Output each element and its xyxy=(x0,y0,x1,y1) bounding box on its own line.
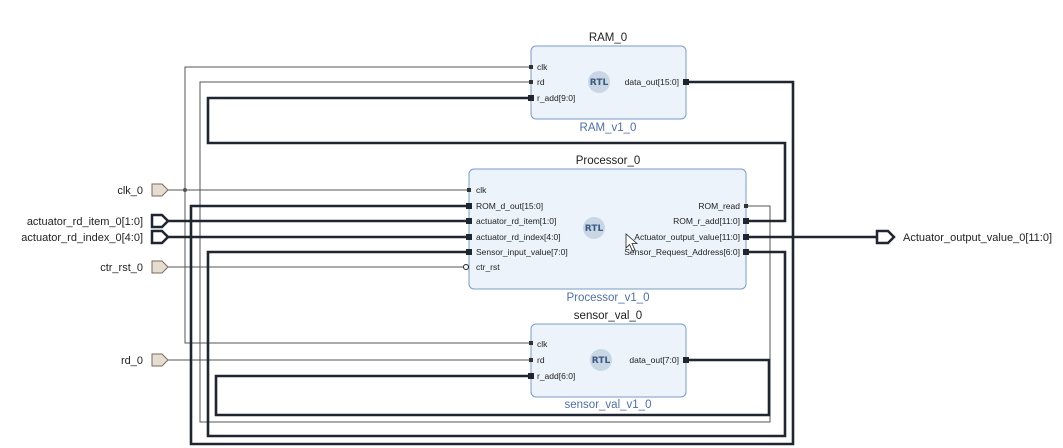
pin-marker xyxy=(529,341,533,345)
sensor-pin-rd[interactable]: rd xyxy=(529,355,545,365)
ram-pin-data-out[interactable]: data_out[15:0] xyxy=(625,77,689,87)
bus-pin-marker xyxy=(683,79,689,85)
pin-label: clk xyxy=(537,62,548,72)
bus-sensor-data-out[interactable] xyxy=(214,358,771,417)
proc-pin-ctr-rst[interactable]: ctr_rst xyxy=(463,262,501,272)
bus-pin-marker xyxy=(528,373,534,379)
pin-label: r_add[9:0] xyxy=(537,93,575,103)
wire-clk-net[interactable] xyxy=(167,66,531,344)
port-actuator-output-label: Actuator_output_value_0[11:0] xyxy=(903,232,1052,244)
ram-pin-rd[interactable]: rd xyxy=(529,77,545,87)
bus-rom-r-add[interactable] xyxy=(206,96,787,223)
bus-ram-data-out[interactable] xyxy=(189,80,795,446)
proc-pin-clk[interactable]: clk xyxy=(467,185,487,195)
port-ctr-rst[interactable]: ctr_rst_0 xyxy=(100,260,169,274)
rtl-logo-icon xyxy=(583,217,605,239)
pin-label: actuator_rd_index[4:0] xyxy=(476,232,561,242)
bus-pin-marker xyxy=(743,249,749,255)
proc-pin-sensor-request[interactable]: Sensor_Request_Address[6:0] xyxy=(624,247,749,257)
port-actuator-rd-index[interactable]: actuator_rd_index_0[4:0] xyxy=(21,229,170,245)
pin-label: clk xyxy=(476,185,487,195)
port-ctr-rst-label: ctr_rst_0 xyxy=(100,262,143,274)
rtl-logo-icon xyxy=(588,71,610,93)
bus-pin-marker xyxy=(683,357,689,363)
block-processor-body[interactable] xyxy=(468,168,747,290)
block-sensor-cell-name: sensor_val_v1_0 xyxy=(565,399,652,411)
block-ram[interactable]: RAM_0 RTL clk rd r_add[9:0] data_out[15:… xyxy=(528,32,689,134)
input-port-icon xyxy=(151,260,169,274)
proc-pin-rd-index[interactable]: actuator_rd_index[4:0] xyxy=(466,232,561,242)
block-processor-cell-name: Processor_v1_0 xyxy=(566,292,649,304)
proc-pin-rom-r-add[interactable]: ROM_r_add[11:0] xyxy=(673,216,749,226)
rtl-logo-text: RTL xyxy=(592,356,611,366)
block-ram-cell-name: RAM_v1_0 xyxy=(580,122,637,134)
port-actuator-rd-index-label: actuator_rd_index_0[4:0] xyxy=(21,232,143,244)
bus-pin-marker xyxy=(466,218,472,224)
bus-pin-marker xyxy=(466,234,472,240)
proc-pin-rd-item[interactable]: actuator_rd_item[1:0] xyxy=(466,216,556,226)
pin-label: Actuator_output_value[11:0] xyxy=(634,232,740,242)
block-sensor-instance-name: sensor_val_0 xyxy=(574,310,642,322)
ram-pin-r-add[interactable]: r_add[9:0] xyxy=(528,93,575,103)
ram-pin-clk[interactable]: clk xyxy=(529,62,548,72)
inverted-pin-marker xyxy=(463,264,469,270)
pin-label: clk xyxy=(537,339,548,349)
pin-marker xyxy=(744,204,748,208)
pin-marker xyxy=(529,80,533,84)
pin-marker xyxy=(529,358,533,362)
pin-label: ROM_d_out[15:0] xyxy=(476,201,543,211)
pin-label: Sensor_Request_Address[6:0] xyxy=(624,247,740,257)
port-clk-label: clk_0 xyxy=(117,185,143,197)
sensor-pin-data-out[interactable]: data_out[7:0] xyxy=(629,355,689,365)
clk-junction xyxy=(183,188,187,192)
input-port-icon xyxy=(151,353,169,367)
pin-label: data_out[15:0] xyxy=(625,77,679,87)
sensor-pin-r-add[interactable]: r_add[6:0] xyxy=(528,371,575,381)
port-actuator-rd-item-label: actuator_rd_item_0[1:0] xyxy=(27,216,143,228)
mouse-cursor-icon xyxy=(625,233,639,252)
pin-label: data_out[7:0] xyxy=(629,355,679,365)
pin-label: actuator_rd_item[1:0] xyxy=(476,216,556,226)
pin-label: Sensor_input_value[7:0] xyxy=(476,247,568,257)
proc-pin-rom-read[interactable]: ROM_read xyxy=(698,201,748,211)
proc-pin-rom-d-out[interactable]: ROM_d_out[15:0] xyxy=(466,201,543,211)
input-port-icon xyxy=(151,183,169,197)
bus-pin-marker xyxy=(743,234,749,240)
wire-rom-read[interactable] xyxy=(199,205,771,423)
pin-marker xyxy=(467,188,471,192)
pin-label: ctr_rst xyxy=(476,262,500,272)
port-actuator-output[interactable]: Actuator_output_value_0[11:0] xyxy=(875,229,1052,245)
pin-label: ROM_r_add[11:0] xyxy=(673,216,740,226)
bus-pin-marker xyxy=(743,218,749,224)
bus-pin-marker xyxy=(466,203,472,209)
rtl-logo-text: RTL xyxy=(590,78,609,88)
output-bus-port-icon xyxy=(875,229,896,245)
port-rd[interactable]: rd_0 xyxy=(121,353,169,367)
block-processor-instance-name: Processor_0 xyxy=(576,155,641,167)
wires xyxy=(167,66,877,446)
proc-pin-actuator-output[interactable]: Actuator_output_value[11:0] xyxy=(634,232,749,242)
pin-label: ROM_read xyxy=(698,201,740,211)
block-ram-instance-name: RAM_0 xyxy=(589,32,627,44)
rtl-logo-text: RTL xyxy=(585,224,604,234)
pin-marker xyxy=(529,65,533,69)
pin-label: r_add[6:0] xyxy=(537,371,575,381)
proc-pin-sensor-input[interactable]: Sensor_input_value[7:0] xyxy=(466,247,568,257)
input-bus-port-icon xyxy=(150,229,170,245)
block-processor[interactable]: Processor_0 RTL clk ROM_d_out[15:0] actu… xyxy=(463,155,750,304)
rtl-logo-icon xyxy=(590,349,612,371)
bus-pin-marker xyxy=(528,95,534,101)
bus-pin-marker xyxy=(466,249,472,255)
port-clk[interactable]: clk_0 xyxy=(117,183,169,197)
block-sensor-val[interactable]: sensor_val_0 RTL clk rd r_add[6:0] data_… xyxy=(528,310,689,411)
sensor-pin-clk[interactable]: clk xyxy=(529,339,548,349)
bus-sensor-request-address[interactable] xyxy=(206,250,787,438)
pin-label: rd xyxy=(537,77,545,87)
port-actuator-rd-item[interactable]: actuator_rd_item_0[1:0] xyxy=(27,213,170,229)
port-rd-label: rd_0 xyxy=(121,355,143,367)
input-bus-port-icon xyxy=(150,213,170,229)
pin-label: rd xyxy=(537,355,545,365)
